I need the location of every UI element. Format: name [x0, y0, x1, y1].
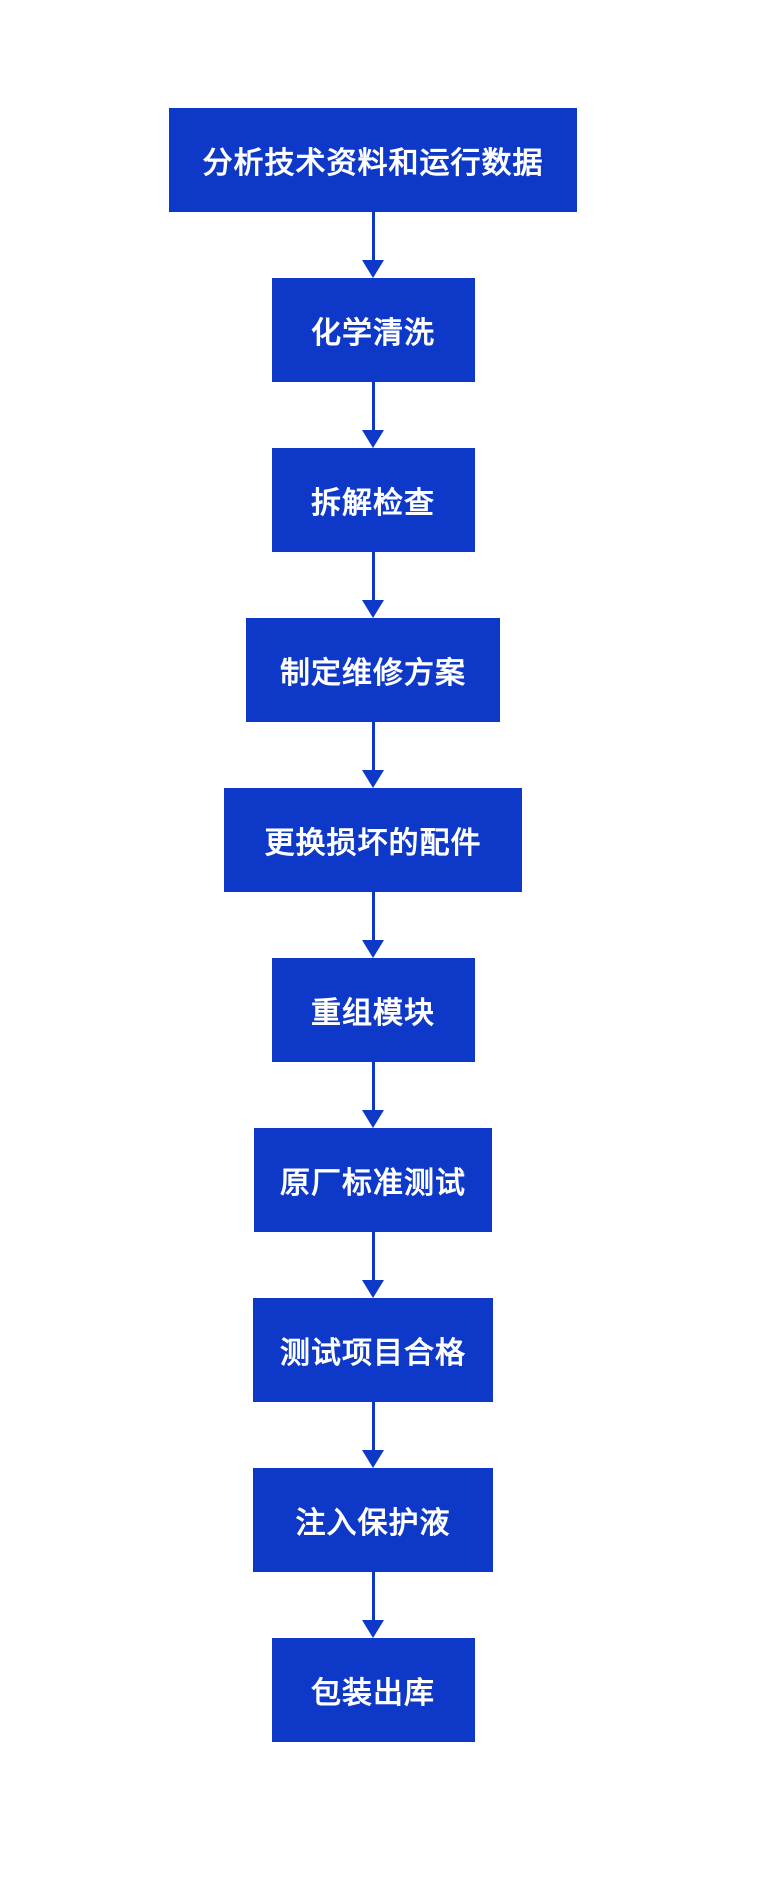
- flow-node-step-6: 重组模块: [271, 958, 475, 1062]
- down-arrow-connector: [362, 892, 384, 958]
- flow-node-step-1: 分析技术资料和运行数据: [169, 108, 577, 212]
- arrow-shaft: [371, 892, 375, 940]
- down-arrow-connector: [362, 382, 384, 448]
- flow-node-step-2: 化学清洗: [271, 278, 475, 382]
- flow-node-step-7: 原厂标准测试: [254, 1128, 492, 1232]
- arrow-head-icon: [362, 260, 384, 278]
- flow-node-step-3: 拆解检查: [271, 448, 475, 552]
- flowchart: 分析技术资料和运行数据 化学清洗 拆解检查 制定维修方案 更换损坏的配件: [0, 108, 746, 1742]
- flow-node-step-5: 更换损坏的配件: [224, 788, 522, 892]
- arrow-head-icon: [362, 600, 384, 618]
- flow-node-step-10: 包装出库: [271, 1638, 475, 1742]
- flow-node-label: 包装出库: [311, 1677, 435, 1710]
- arrow-shaft: [371, 722, 375, 770]
- down-arrow-connector: [362, 722, 384, 788]
- arrow-head-icon: [362, 1620, 384, 1638]
- down-arrow-connector: [362, 1232, 384, 1298]
- arrow-shaft: [371, 1402, 375, 1450]
- arrow-head-icon: [362, 940, 384, 958]
- flow-node-label: 制定维修方案: [280, 657, 466, 690]
- down-arrow-connector: [362, 552, 384, 618]
- flow-node-step-4: 制定维修方案: [246, 618, 500, 722]
- flow-node-label: 化学清洗: [311, 317, 435, 350]
- arrow-head-icon: [362, 1280, 384, 1298]
- arrow-shaft: [371, 552, 375, 600]
- down-arrow-connector: [362, 1062, 384, 1128]
- flow-node-label: 分析技术资料和运行数据: [202, 147, 544, 180]
- flow-node-label: 原厂标准测试: [280, 1167, 466, 1200]
- down-arrow-connector: [362, 1572, 384, 1638]
- arrow-shaft: [371, 212, 375, 260]
- arrow-shaft: [371, 1232, 375, 1280]
- flow-node-label: 注入保护液: [295, 1507, 451, 1540]
- flow-node-step-8: 测试项目合格: [253, 1298, 493, 1402]
- flow-node-label: 更换损坏的配件: [264, 827, 482, 860]
- arrow-head-icon: [362, 1450, 384, 1468]
- down-arrow-connector: [362, 212, 384, 278]
- arrow-head-icon: [362, 770, 384, 788]
- arrow-head-icon: [362, 1110, 384, 1128]
- flow-node-label: 测试项目合格: [280, 1337, 466, 1370]
- down-arrow-connector: [362, 1402, 384, 1468]
- flow-node-step-9: 注入保护液: [253, 1468, 493, 1572]
- flow-node-label: 重组模块: [311, 997, 435, 1030]
- arrow-shaft: [371, 1572, 375, 1620]
- flow-node-label: 拆解检查: [311, 487, 435, 520]
- arrow-shaft: [371, 1062, 375, 1110]
- arrow-head-icon: [362, 430, 384, 448]
- arrow-shaft: [371, 382, 375, 430]
